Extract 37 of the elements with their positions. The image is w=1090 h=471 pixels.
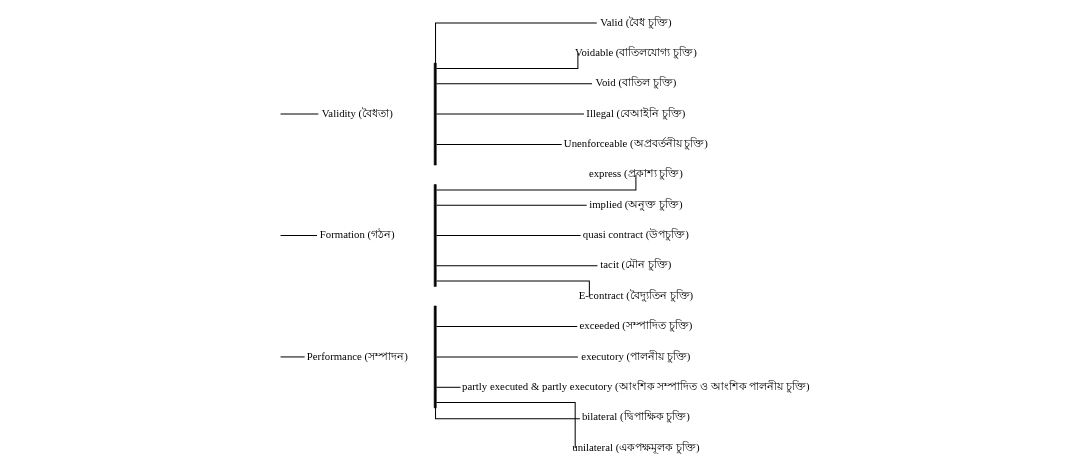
node-text: Valid (বৈধ চুক্তি) (599, 15, 672, 28)
connector (435, 326, 578, 328)
node-text: Voidable (বাতিলযোগ্য চুক্তি) (574, 45, 697, 58)
node-bar (433, 305, 437, 409)
node-bar (433, 184, 437, 287)
node-text: partly executed & partly executory (আংশিক সম্পাদিত ও আংশিক পালনীয় চুক্তি) (461, 379, 810, 392)
node-bar (433, 62, 437, 166)
node-text: implied (অনুক্ত চুক্তি) (588, 197, 683, 210)
connector (434, 22, 597, 115)
connector (435, 235, 581, 236)
node-text: exceeded (সম্পাদিত চুক্তি) (579, 319, 692, 332)
node-text: Void (বাতিল চুক্তি) (595, 76, 676, 89)
node-text: express (প্রকাশ্য চুক্তি) (588, 167, 683, 180)
connector (435, 113, 584, 115)
node-text: bilateral (দ্বিপাক্ষিক চুক্তি) (581, 410, 690, 423)
node-text: executory (পালনীয় চুক্তি) (580, 349, 690, 362)
node-text: Validity (বৈধতা) (321, 106, 393, 119)
connector (434, 356, 580, 420)
node-text: quasi contract (উপচুক্তি) (582, 228, 689, 241)
connector (435, 265, 598, 267)
node-text: tacit (মৌন চুক্তি) (599, 258, 671, 271)
connector (435, 356, 578, 358)
connector (435, 280, 590, 297)
connector (435, 401, 576, 449)
node-text: Formation (গঠন) (319, 228, 395, 241)
connector (279, 235, 318, 236)
connector (435, 386, 461, 388)
connector (435, 143, 562, 145)
node-text: Illegal (বেআইনি চুক্তি) (585, 106, 685, 119)
connector (435, 52, 578, 70)
node-text: Performance (সম্পাদন) (306, 349, 408, 362)
node-text: unilateral (একপক্ষমূলক চুক্তি) (571, 440, 700, 453)
node-text: E-contract (বৈদ্যুতিন চুক্তি) (578, 288, 693, 301)
connector (435, 174, 636, 191)
connector (435, 204, 587, 206)
node-text: Unenforceable (অপ্রবর্তনীয় চুক্তি) (563, 136, 708, 149)
connector (435, 83, 593, 85)
